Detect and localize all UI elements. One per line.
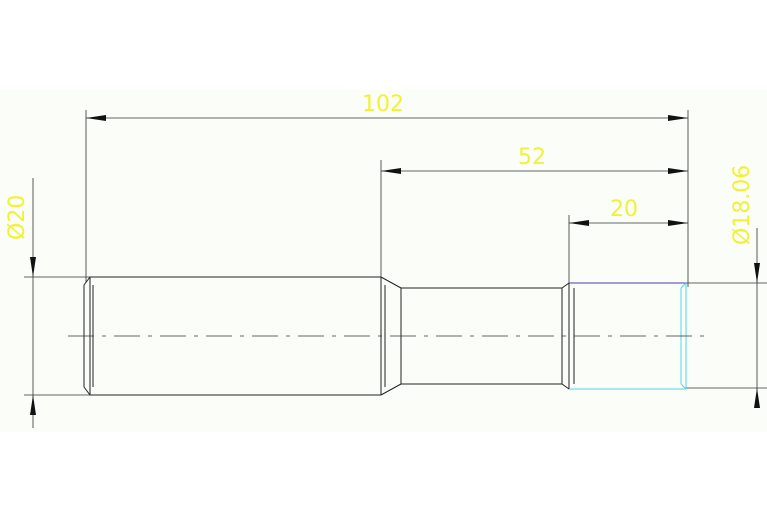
arrow-left-icon [86,115,106,121]
dimension-52: 52 [381,145,688,174]
dimension-102: 102 [86,92,688,121]
arrow-left-icon [381,168,401,174]
arrow-up-icon [30,395,36,415]
dimension-diameter-20: Ø20 [5,178,90,428]
arrow-left-icon [569,220,589,226]
arrow-up-icon [754,388,760,408]
dimension-text-diameter-20: Ø20 [5,195,30,240]
arrow-down-icon [30,257,36,277]
dimension-text-20: 20 [610,197,638,222]
dimension-text-52: 52 [518,145,546,170]
arrow-right-icon [668,115,688,121]
dimension-text-diameter-18-06: Ø18.06 [730,165,755,245]
arrow-right-icon [668,168,688,174]
dimension-diameter-18-06: Ø18.06 [686,165,767,408]
dimension-text-102: 102 [362,92,404,117]
arrow-down-icon [754,263,760,283]
arrow-right-icon [668,220,688,226]
dimension-20: 20 [569,197,688,226]
drawing-sheet [0,90,767,432]
